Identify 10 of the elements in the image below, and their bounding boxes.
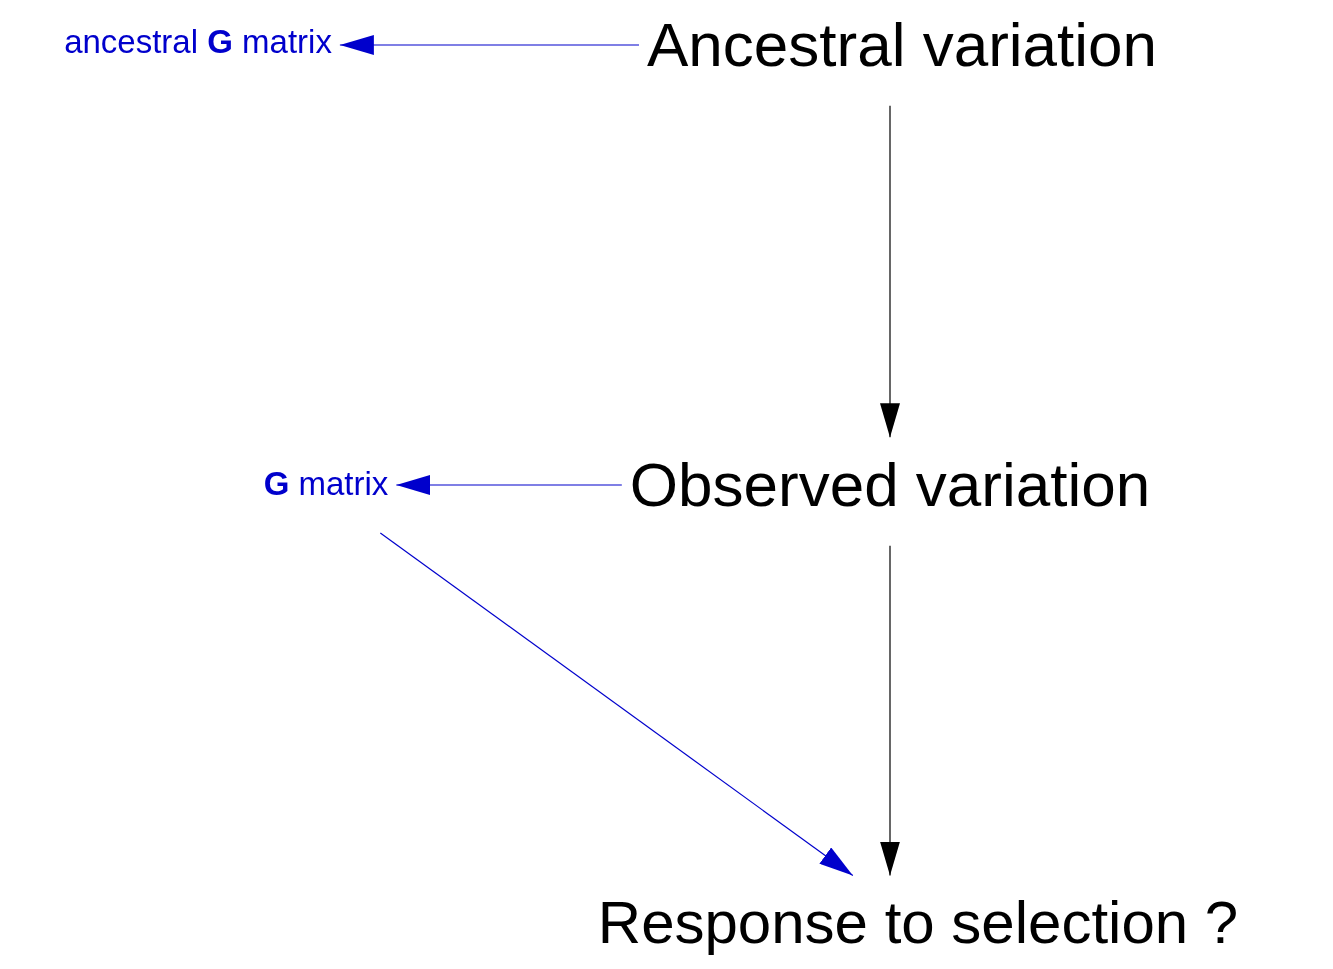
node-label: G matrix [263, 465, 389, 503]
node-label: Ancestral variation [647, 9, 1157, 81]
arrow [880, 105, 900, 438]
node-label: ancestral G matrix [64, 23, 332, 61]
arrow [339, 35, 640, 55]
arrow [379, 532, 854, 877]
node-label: Observed variation [629, 449, 1151, 521]
node-label: Response to selection ? [597, 887, 1239, 957]
arrow [880, 545, 900, 877]
arrow [395, 475, 623, 495]
